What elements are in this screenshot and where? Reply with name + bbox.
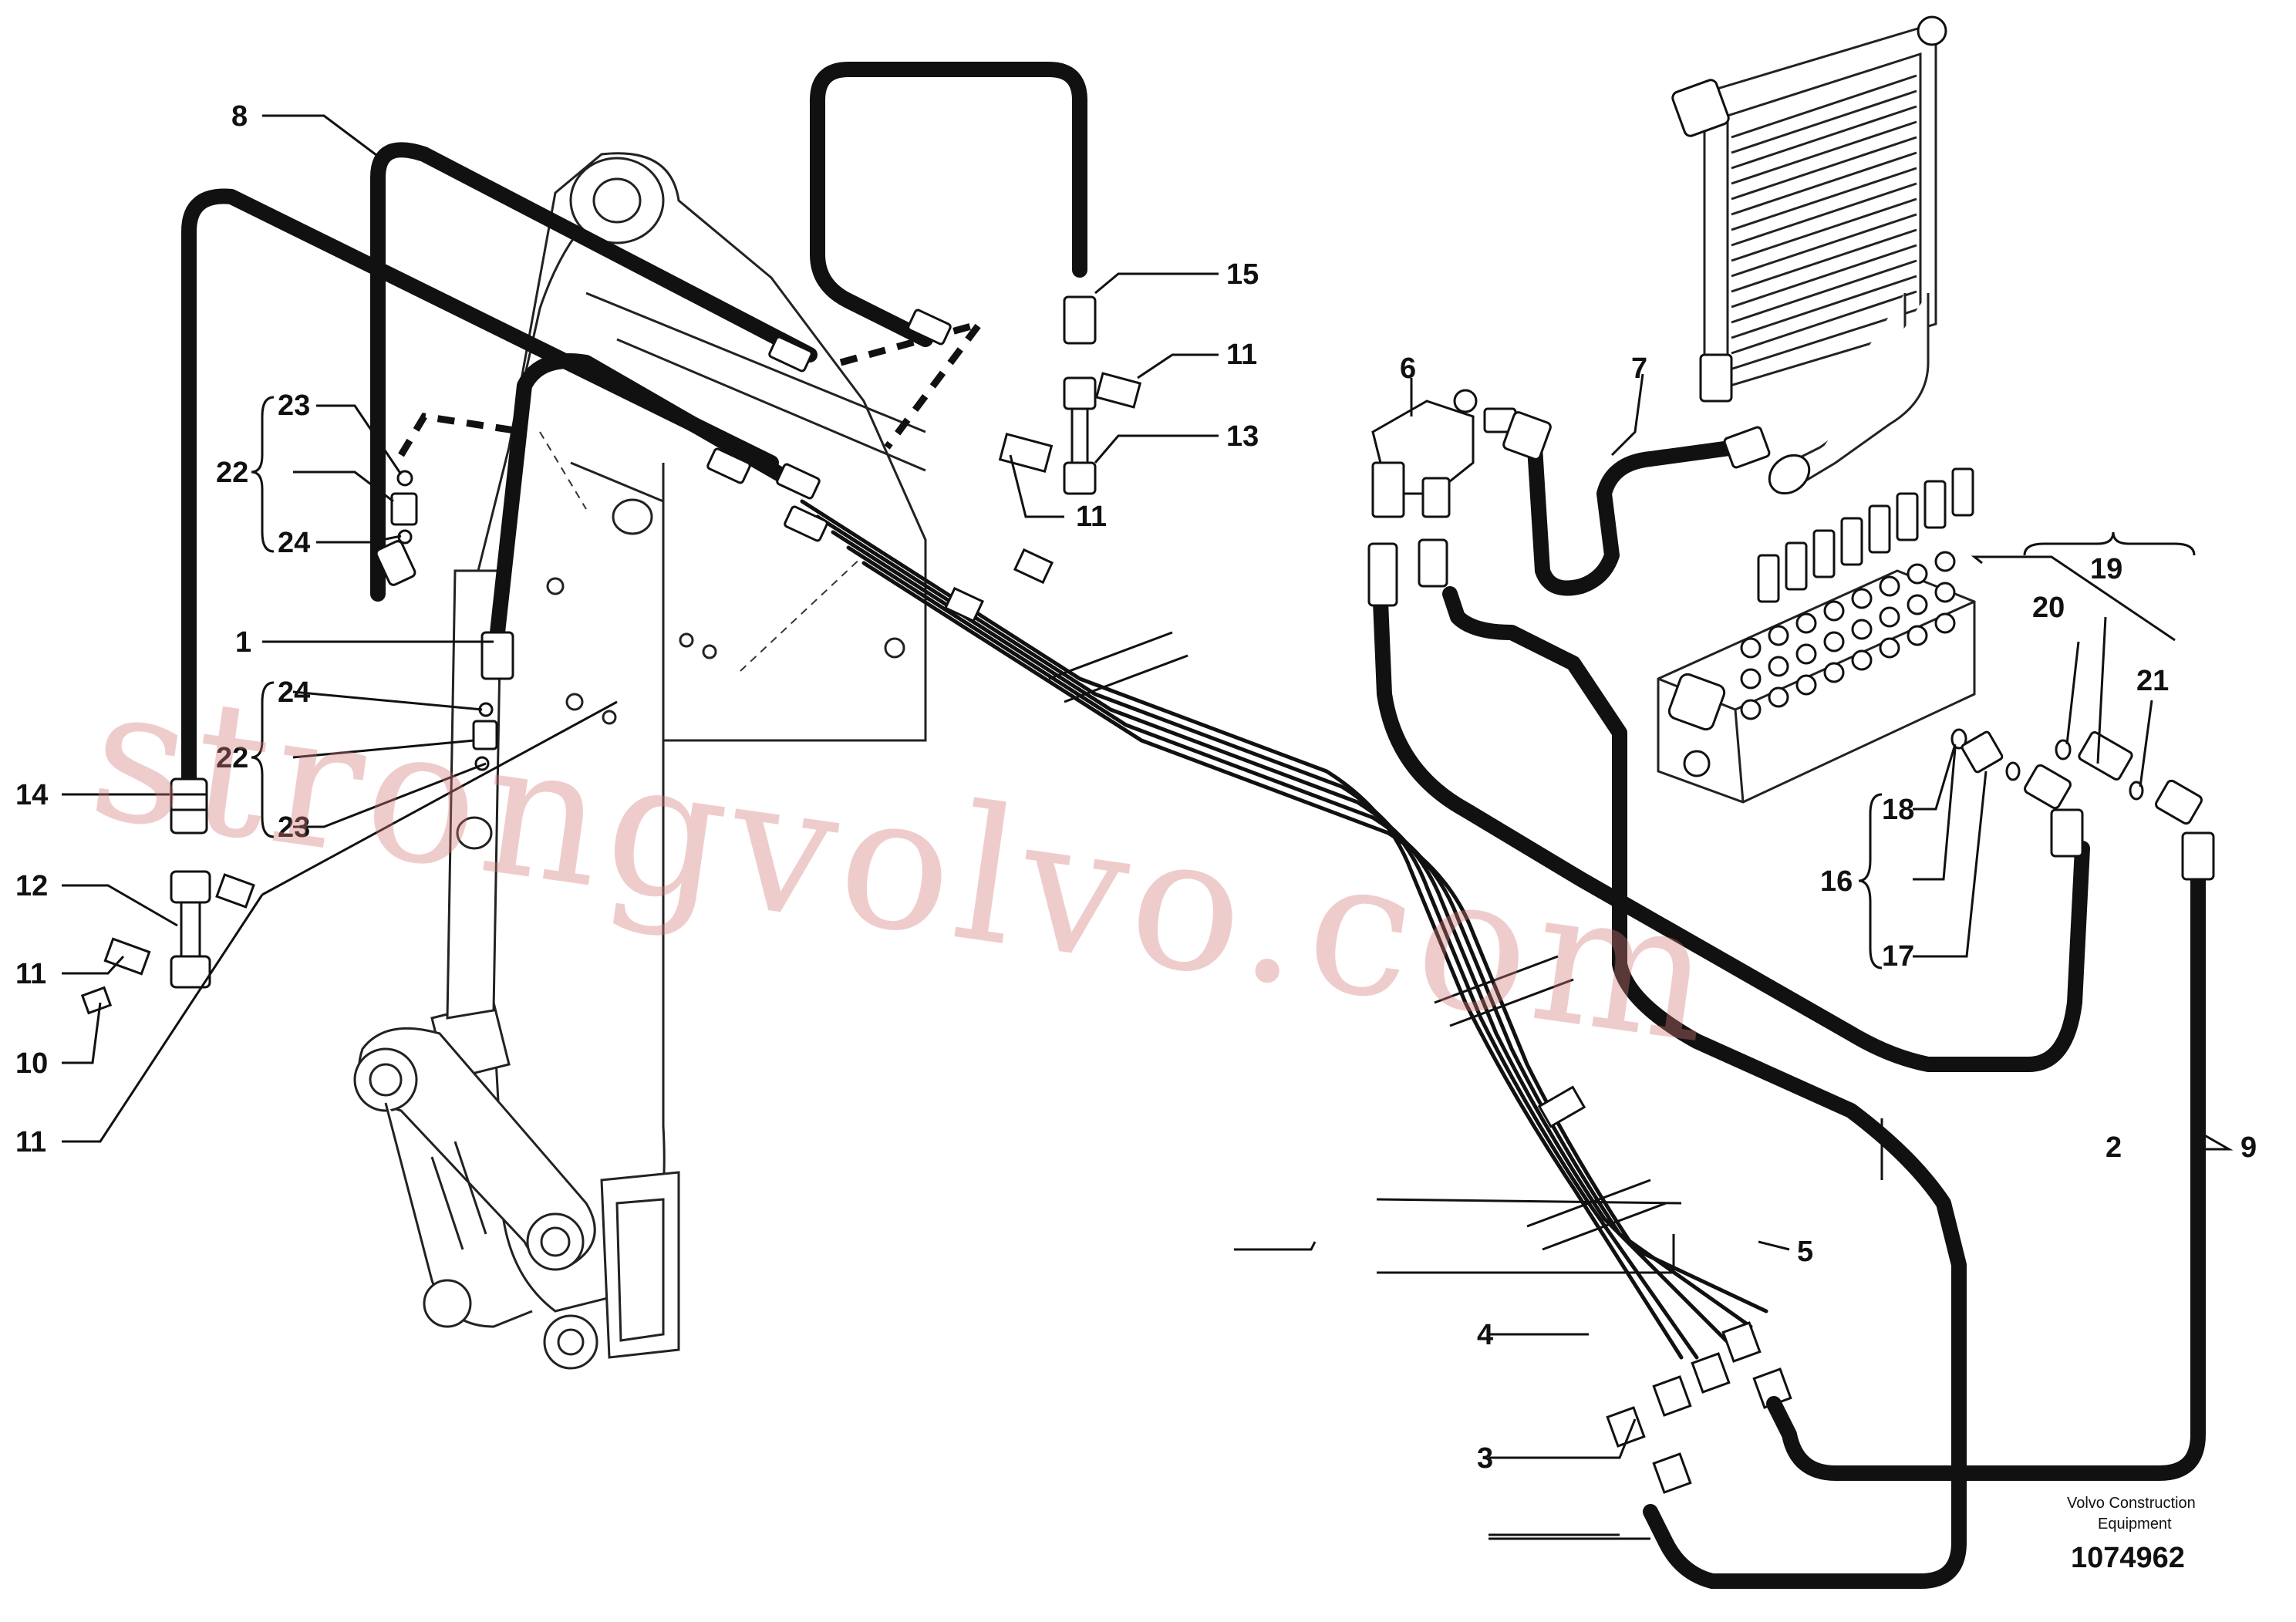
- callout-24-b: 24: [278, 676, 310, 709]
- hoses: [181, 62, 2206, 1589]
- valve-port: [1768, 625, 1789, 646]
- valve-port: [1795, 612, 1817, 634]
- callout-17: 17: [1882, 940, 1914, 973]
- callout-22-b: 22: [216, 742, 248, 774]
- valve-port: [1851, 649, 1873, 671]
- hose-bundle: [800, 499, 1792, 1494]
- oil-cooler: [1671, 15, 1947, 495]
- callout-11-top: 11: [1226, 339, 1257, 371]
- cooler-fin: [1731, 105, 1917, 170]
- callout-11-bottom: 11: [15, 1126, 46, 1158]
- callout-6: 6: [1400, 352, 1416, 385]
- leader-lines: [62, 114, 2234, 1540]
- valve-spool: [1923, 480, 1947, 529]
- valve-spool: [1812, 529, 1836, 578]
- valve-port: [1823, 600, 1845, 622]
- valve-spool: [1785, 541, 1808, 591]
- valve-port: [1907, 625, 1928, 646]
- callout-1: 1: [235, 626, 251, 659]
- valve-port: [1795, 674, 1817, 696]
- brand-line-1: Volvo Construction: [2067, 1495, 2196, 1512]
- valve-port: [1823, 662, 1845, 683]
- cooler-fin: [1731, 197, 1917, 262]
- callout-5: 5: [1797, 1236, 1813, 1268]
- valve-port: [1740, 668, 1762, 690]
- valve-port: [1879, 575, 1900, 597]
- brand-line-2: Equipment: [2098, 1516, 2172, 1533]
- callout-23-a: 23: [278, 389, 310, 422]
- valve-port: [1907, 563, 1928, 585]
- callout-7: 7: [1631, 352, 1647, 385]
- callout-labels: 8 15 11 13 11 6 7 19 20 21 18 16 17 2 9 …: [15, 100, 2257, 1475]
- brand-block: Volvo Construction Equipment 1074962: [2067, 1495, 2196, 1574]
- cooler-fin: [1731, 167, 1917, 231]
- fittings: [80, 295, 2215, 1015]
- valve-port: [1768, 686, 1789, 708]
- cooler-fin: [1731, 74, 1917, 139]
- cooler-fin: [1731, 120, 1917, 185]
- boom-structure: [353, 152, 927, 1370]
- callout-12: 12: [15, 870, 48, 902]
- callout-24-a: 24: [278, 527, 310, 559]
- callout-14: 14: [15, 779, 48, 811]
- callout-13: 13: [1226, 420, 1259, 453]
- valve-port: [1879, 637, 1900, 659]
- braces: [251, 396, 2196, 969]
- valve-spool: [1896, 492, 1919, 541]
- callout-23-b: 23: [278, 811, 310, 844]
- drawing-number: 1074962: [2071, 1542, 2185, 1574]
- callout-18: 18: [1882, 794, 1914, 826]
- valve-port: [1851, 619, 1873, 640]
- valve-port: [1907, 594, 1928, 615]
- cooler-fin: [1731, 290, 1917, 355]
- callout-16: 16: [1820, 865, 1853, 898]
- callout-8: 8: [231, 100, 248, 133]
- callout-11-mid: 11: [1076, 501, 1107, 533]
- valve-port: [1851, 588, 1873, 609]
- cooler-fin: [1731, 89, 1917, 154]
- cooler-fin: [1731, 228, 1917, 293]
- valve-port: [1934, 551, 1956, 572]
- callout-10: 10: [15, 1047, 48, 1080]
- cooler-fin: [1731, 182, 1917, 247]
- valve-port: [1823, 631, 1845, 653]
- callout-20: 20: [2032, 592, 2065, 624]
- callout-2: 2: [2106, 1131, 2122, 1164]
- valve-port: [1740, 637, 1762, 659]
- valve-port: [1879, 606, 1900, 628]
- callout-11-left: 11: [15, 958, 46, 990]
- cooler-fin: [1731, 151, 1917, 216]
- callout-9: 9: [2240, 1131, 2257, 1164]
- callout-22-a: 22: [216, 457, 248, 489]
- cooler-fin: [1731, 259, 1917, 324]
- cooler-fin: [1731, 213, 1917, 278]
- valve-port: [1934, 612, 1956, 634]
- callout-3: 3: [1477, 1442, 1493, 1475]
- cooler-fin: [1731, 275, 1917, 339]
- valve-spool: [1757, 554, 1780, 603]
- callout-21: 21: [2136, 665, 2169, 697]
- valve-port: [1934, 582, 1956, 603]
- valve-spool: [1840, 517, 1863, 566]
- valve-port: [1795, 643, 1817, 665]
- callout-15: 15: [1226, 258, 1259, 291]
- valve-port: [1740, 699, 1762, 720]
- callout-4: 4: [1477, 1319, 1493, 1351]
- valve-spool: [1868, 504, 1891, 554]
- callout-19: 19: [2090, 553, 2122, 585]
- valve-spool: [1951, 467, 1974, 517]
- cooler-fin: [1731, 136, 1917, 201]
- valve-port: [1768, 656, 1789, 677]
- control-valve: [1657, 467, 1976, 804]
- cooler-fin: [1731, 244, 1917, 309]
